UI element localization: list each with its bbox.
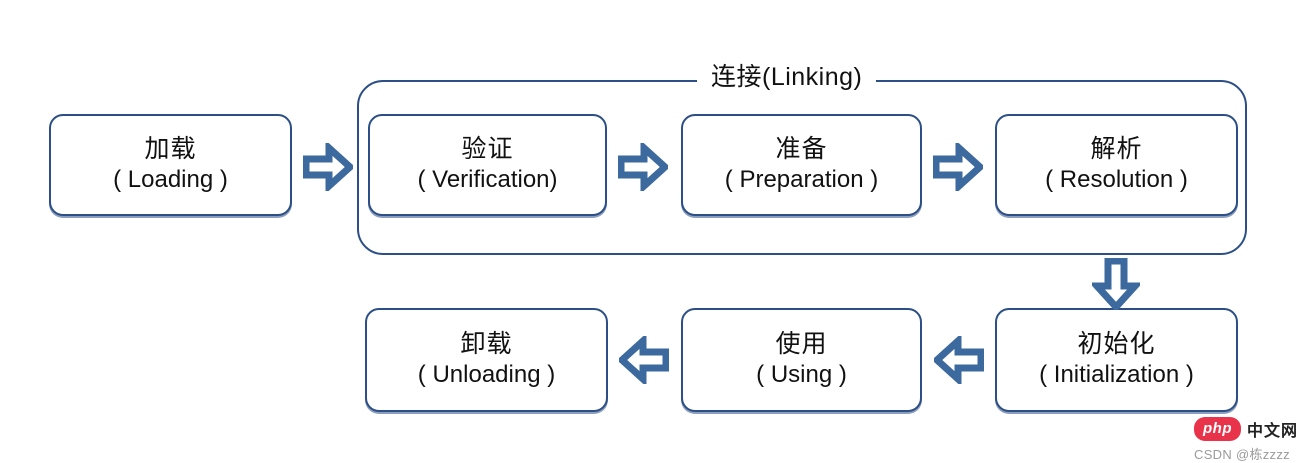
node-preparation-label-cn: 准备 [775, 134, 828, 163]
node-resolution-label-en: ( Resolution ) [1045, 166, 1188, 194]
arrow-verification-to-preparation [618, 143, 668, 191]
node-resolution[interactable]: 解析 ( Resolution ) [995, 114, 1238, 216]
node-initialization-label-cn: 初始化 [1077, 329, 1156, 358]
node-loading-label-en: ( Loading ) [113, 166, 228, 194]
node-verification-label-cn: 验证 [461, 134, 514, 163]
watermark-credit: CSDN @栋zzzz [1194, 447, 1290, 462]
node-loading[interactable]: 加载 ( Loading ) [49, 114, 292, 216]
watermark-site: 中文网 [1247, 423, 1299, 440]
watermark: php 中文网 CSDN @栋zzzz [1194, 417, 1298, 463]
node-preparation-label-en: ( Preparation ) [724, 166, 879, 194]
arrow-loading-to-verification [303, 143, 353, 191]
arrow-preparation-to-resolution [933, 143, 983, 191]
arrow-resolution-to-initialization [1092, 258, 1140, 310]
arrow-using-to-unloading [619, 336, 669, 384]
php-logo-icon: php [1194, 417, 1241, 441]
node-preparation[interactable]: 准备 ( Preparation ) [681, 114, 922, 216]
arrow-initialization-to-using [934, 336, 984, 384]
node-using[interactable]: 使用 ( Using ) [681, 308, 922, 412]
node-verification[interactable]: 验证 ( Verification) [368, 114, 607, 216]
node-verification-label-en: ( Verification) [417, 166, 558, 194]
node-initialization-label-en: ( Initialization ) [1039, 361, 1194, 389]
group-label-linking: 连接(Linking) [697, 65, 877, 90]
node-using-label-en: ( Using ) [756, 361, 847, 389]
node-unloading-label-en: ( Unloading ) [417, 361, 556, 389]
node-resolution-label-cn: 解析 [1090, 134, 1143, 163]
node-unloading-label-cn: 卸载 [460, 329, 513, 358]
node-loading-label-cn: 加载 [144, 134, 197, 163]
node-using-label-cn: 使用 [775, 329, 828, 358]
node-initialization[interactable]: 初始化 ( Initialization ) [995, 308, 1238, 412]
node-unloading[interactable]: 卸载 ( Unloading ) [365, 308, 608, 412]
watermark-brand: php 中文网 [1194, 417, 1298, 441]
